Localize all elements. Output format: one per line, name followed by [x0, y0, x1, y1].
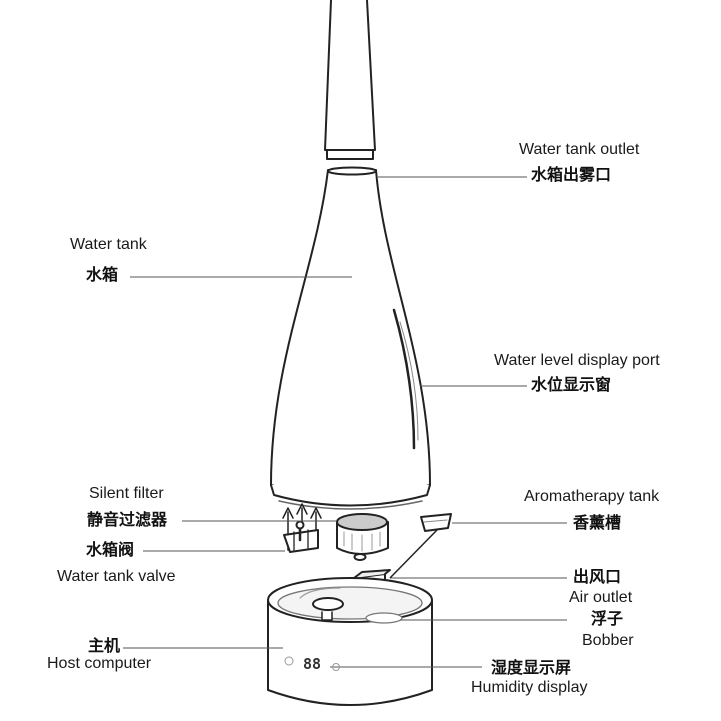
label-humidity-display-en: Humidity display [471, 679, 588, 696]
label-water-level-port-en: Water level display port [494, 352, 660, 369]
mode-button-icon [332, 663, 340, 671]
water-tank-valve [283, 520, 319, 553]
host-base [267, 577, 433, 706]
filter-cylinder [336, 513, 389, 561]
label-bobber-cn: 浮子 [591, 609, 624, 628]
label-silent-filter-cn: 静音过滤器 [87, 510, 168, 529]
label-host-computer-en: Host computer [47, 655, 152, 672]
label-air-outlet-en: Air outlet [569, 589, 633, 606]
aromatherapy-tray [420, 513, 452, 532]
leader-line-aroma-slant [389, 529, 438, 579]
label-aromatherapy-tank-cn: 香薰槽 [573, 513, 622, 532]
label-water-tank-outlet-cn: 水箱出雾口 [531, 165, 612, 184]
spray-nozzle-tube [324, 0, 376, 160]
label-silent-filter-en: Silent filter [89, 485, 164, 502]
label-water-tank-valve-cn: 水箱阀 [86, 540, 135, 559]
label-water-tank-en: Water tank [70, 236, 147, 253]
label-humidity-display-cn: 湿度显示屏 [491, 658, 572, 677]
label-bobber-en: Bobber [582, 632, 634, 649]
label-water-tank-valve-en: Water tank valve [57, 568, 176, 585]
silent-filter-arrows [282, 503, 322, 551]
label-host-computer-cn: 主机 [88, 636, 121, 655]
label-air-outlet-cn: 出风口 [573, 567, 622, 586]
water-level-window [392, 308, 419, 450]
power-button-icon [284, 656, 294, 666]
label-water-level-port-cn: 水位显示窗 [531, 375, 612, 394]
label-water-tank-outlet-en: Water tank outlet [519, 141, 640, 158]
label-water-tank-cn: 水箱 [86, 265, 119, 284]
humidity-display-panel: 88 [284, 655, 340, 673]
humidity-display-digits: 88 [303, 655, 321, 673]
label-aromatherapy-tank-en: Aromatherapy tank [524, 488, 660, 505]
water-tank-body [270, 166, 431, 510]
